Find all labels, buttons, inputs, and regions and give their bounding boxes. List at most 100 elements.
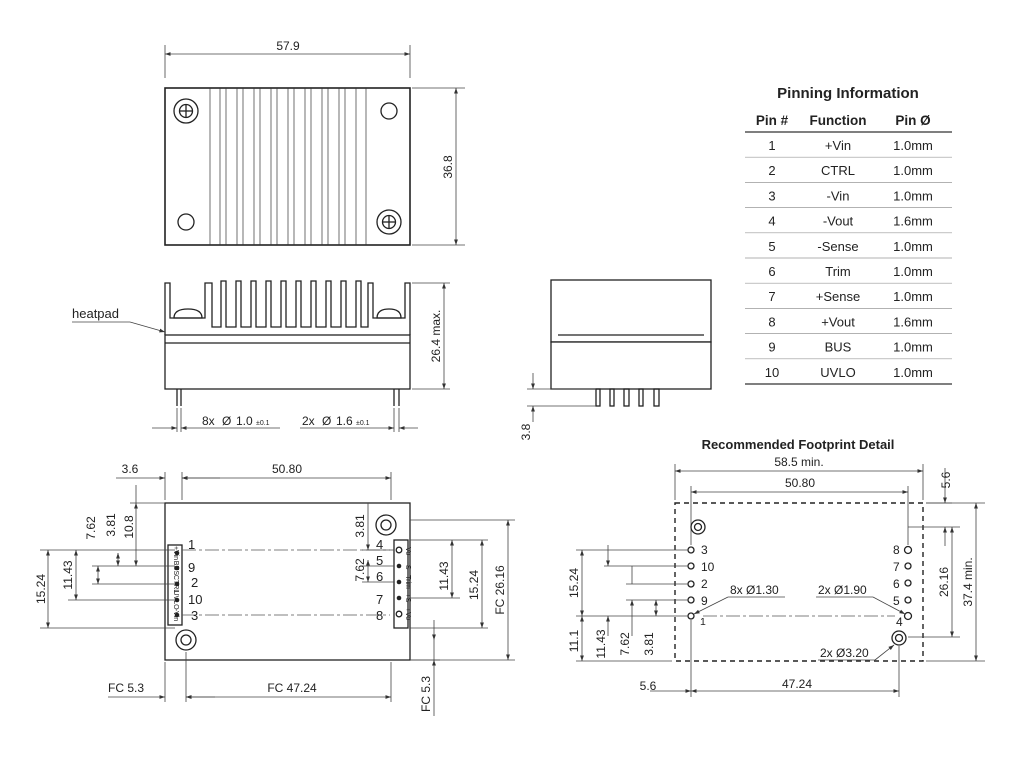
svg-text:1.6: 1.6 [336,414,353,428]
end-view: 3.8 [519,279,712,440]
svg-text:6: 6 [376,569,383,584]
function-cell: -Sense [817,239,858,254]
pin-dia-cell: 1.0mm [893,188,933,203]
fp-dim-11-43: 11.43 [594,629,608,658]
screw-head-icon [376,308,402,319]
svg-text:4: 4 [376,537,383,552]
svg-text:CTRL: CTRL [172,575,179,593]
dim-3-81-left: 3.81 [104,513,118,537]
pin-dia-cell: 1.0mm [893,365,933,380]
dim-50-80: 50.80 [272,462,302,476]
col-function: Function [810,113,867,128]
chain-lines [182,549,390,616]
screw-icon [376,209,402,235]
fp-large-hole [690,519,706,535]
svg-text:10: 10 [701,560,715,574]
col-pin: Pin # [756,113,789,128]
fp-left-pin-numbers: 3 10 2 9 1 [700,543,715,628]
pin-number-cell: 9 [768,340,775,355]
svg-text:5: 5 [376,553,383,568]
right-pins [395,546,403,618]
top-width-dim: 57.9 [276,39,300,53]
left-pins [174,550,180,618]
pin-dia-cell: 1.0mm [893,340,933,355]
small-pin-dia-dim: 8x Ø 1.0 ±0.1 [202,414,270,428]
pin-number-cell: 3 [768,188,775,203]
svg-text:-S: -S [404,563,411,570]
svg-text:8x: 8x [202,414,215,428]
left-pin-numbers: 1 9 2 10 3 [188,537,202,623]
fp-left-holes [687,546,695,620]
function-cell: -Vout [823,214,854,229]
side-height-dim: 26.4 max. [429,310,443,363]
screw-head-icon [173,308,203,319]
pin-dia-cell: 1.0mm [893,289,933,304]
fp-dim-26-16: 26.16 [937,567,951,597]
pinning-title: Pinning Information [777,85,919,102]
fp-right-pin-numbers: 8 7 6 5 4 [893,543,903,629]
svg-text:UVLO: UVLO [172,590,179,610]
function-cell: Trim [825,264,851,279]
svg-text:+Vin: +Vin [172,546,179,560]
col-pin-dia: Pin Ø [895,113,930,128]
svg-text:+Vo: +Vo [404,608,411,620]
dim-11-43-right: 11.43 [437,561,451,590]
fp-right-holes [903,545,913,621]
heatsink-fins [209,88,367,245]
top-view: 57.9 36.8 [164,39,465,246]
fp-dim-7-62: 7.62 [618,632,632,656]
pin-length-dim: 3.8 [519,423,533,440]
svg-text:2: 2 [191,575,198,590]
dim-fc-26-16: FC 26.16 [493,565,507,615]
svg-text:5: 5 [893,594,900,608]
svg-text:7: 7 [893,560,900,574]
pin-dia-cell: 1.0mm [893,138,933,153]
dim-fc-47-24: FC 47.24 [267,681,317,695]
svg-text:10: 10 [188,592,202,607]
dim-10-8: 10.8 [122,515,136,539]
function-cell: CTRL [821,163,855,178]
heatpad-label: heatpad [72,306,119,321]
svg-text:3: 3 [701,543,708,557]
svg-text:3: 3 [191,608,198,623]
dim-fc-5-3-left: FC 5.3 [108,681,144,695]
pin-number-cell: 7 [768,289,775,304]
top-height-dim: 36.8 [441,155,455,179]
end-pins [595,388,660,407]
module-bottom-outline [164,502,411,661]
left-pin-marks: +Vin BUS CTRL UVLO -Vin [172,546,179,621]
fp-dim-58-5: 58.5 min. [774,455,823,469]
module-body-end [550,341,712,390]
fp-dim-5-6-bottom: 5.6 [640,679,657,693]
pin-header-left [167,544,183,626]
fp-hole-small: 8x Ø1.30 [730,583,779,597]
large-pin-dia-dim: 2x Ø 1.6 ±0.1 [302,414,370,428]
function-cell: BUS [825,340,852,355]
heatsink-outline [164,87,411,246]
large-pin [175,629,197,651]
dim-7-62-left: 7.62 [84,516,98,540]
footprint-outline [674,502,924,662]
function-cell: +Vout [821,314,855,329]
fp-dim-15-24: 15.24 [567,568,581,598]
pin-number-cell: 4 [768,214,775,229]
mount-hole-icon [177,213,195,231]
dim-3-6: 3.6 [122,462,139,476]
svg-text:-Vin: -Vin [172,609,179,621]
svg-text:7: 7 [376,592,383,607]
pin-number-cell: 1 [768,138,775,153]
large-pin [375,514,397,536]
right-pin-marks: -Vo -S Trim +S +Vo [404,545,411,620]
pin-dia-cell: 1.0mm [893,239,933,254]
svg-text:4: 4 [896,615,903,629]
dim-7-62-right: 7.62 [353,558,367,582]
right-pin-numbers: 4 5 6 7 8 [376,537,383,623]
